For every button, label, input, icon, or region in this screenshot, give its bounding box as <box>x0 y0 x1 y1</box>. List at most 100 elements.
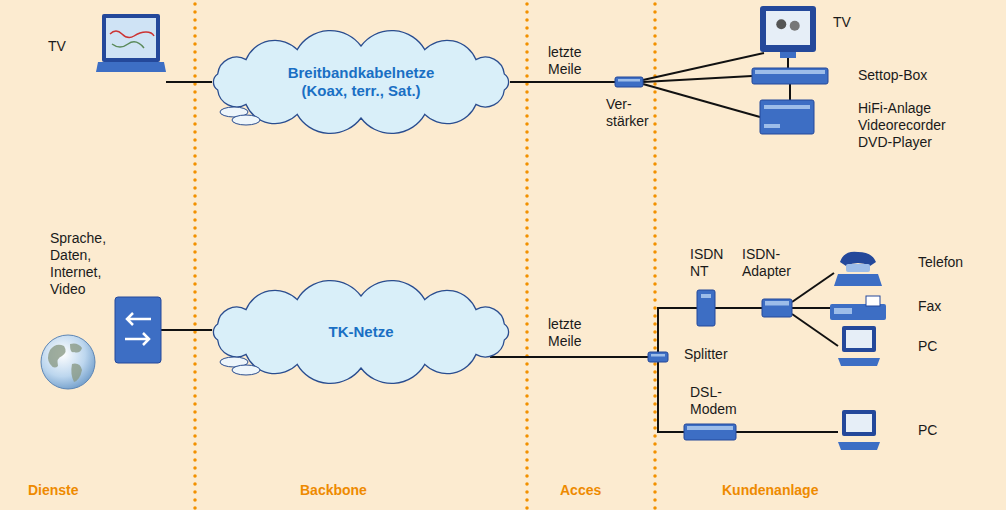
zone-label: Acces <box>560 482 601 499</box>
device-label-box: HiFi-Anlage Videorecorder DVD-Player <box>858 100 963 151</box>
node-shape <box>830 296 886 320</box>
laptop-part <box>112 42 144 48</box>
connector-line <box>166 81 212 83</box>
device-node: Ver- stärker <box>615 77 643 87</box>
connector-line <box>736 431 838 433</box>
settop-part <box>755 70 825 74</box>
adapter-part <box>762 299 792 317</box>
node-shape <box>697 290 715 326</box>
pc-part <box>838 358 880 366</box>
connector-line <box>658 308 697 352</box>
zone-label: Kundenanlage <box>722 482 818 499</box>
device-label-box: TV <box>48 38 84 55</box>
device-label-box: Fax <box>918 298 958 315</box>
pc-part <box>838 442 880 450</box>
hifi-part <box>764 124 780 128</box>
device-label: HiFi-Anlage Videorecorder DVD-Player <box>858 100 963 151</box>
laptop-part <box>96 62 166 72</box>
device-label-box: Telefon <box>918 254 988 271</box>
server-icon <box>115 297 161 363</box>
device-label: Telefon <box>918 254 988 271</box>
node-shape <box>752 68 828 84</box>
monitor-icon <box>760 6 816 58</box>
hifi-part <box>760 100 814 134</box>
device-label-box: ISDN- Adapter <box>742 246 804 280</box>
adapter-icon <box>762 299 792 317</box>
connector-line <box>792 307 830 309</box>
connector-line <box>510 81 615 83</box>
connector-line <box>658 362 684 432</box>
node-shape <box>684 424 736 440</box>
zone-divider <box>195 4 655 510</box>
device-label: DSL- Modem <box>690 384 746 418</box>
fax-part <box>866 296 880 306</box>
phone-part <box>840 252 876 266</box>
device-node: Splitter <box>648 352 668 362</box>
nt-part <box>697 290 715 326</box>
pc-part <box>846 330 872 348</box>
device-label: Sprache, Daten, Internet, Video <box>50 230 112 298</box>
cloud-part <box>213 31 508 134</box>
hifi-icon <box>760 100 814 134</box>
connector-line <box>490 356 648 358</box>
device-label: PC <box>918 338 958 355</box>
edge-label-box: letzte Meile <box>546 316 604 350</box>
phone-part <box>846 264 870 272</box>
node-shape <box>834 250 882 286</box>
node-shape <box>615 77 643 87</box>
device-node: Fax <box>830 296 886 320</box>
phone-part <box>834 274 882 286</box>
device-label: Fax <box>918 298 958 315</box>
network-label: Breitbandkabelnetze (Koax, terr., Sat.) <box>269 64 454 100</box>
zone-divider <box>193 4 197 510</box>
node-shape <box>838 326 880 366</box>
pc-icon <box>838 410 880 450</box>
modem-part <box>684 424 736 440</box>
monitor-part <box>766 11 810 45</box>
node-shape <box>760 6 816 58</box>
network-cloud: TK-Netze <box>200 282 522 382</box>
zone-label-box: Acces <box>560 482 601 499</box>
device-label: Settop-Box <box>858 67 968 84</box>
fax-part <box>834 308 852 314</box>
node-shape <box>838 410 880 450</box>
adapter-part <box>765 301 789 306</box>
laptop-part <box>110 31 154 38</box>
network-label: TK-Netze <box>328 323 393 341</box>
device-label-box: DSL- Modem <box>690 384 746 418</box>
device-label: TV <box>833 14 873 31</box>
monitor-part <box>776 19 786 29</box>
splitter-icon <box>648 352 668 362</box>
cloud-icon <box>213 281 508 384</box>
disk-icon <box>232 365 260 375</box>
zone-divider <box>653 4 657 510</box>
device-label-box: Sprache, Daten, Internet, Video <box>50 230 112 298</box>
device-label: PC <box>918 422 958 439</box>
connector-line <box>787 58 789 68</box>
connector-line <box>715 307 762 309</box>
network-cloud: Breitbandkabelnetze (Koax, terr., Sat.) <box>200 32 522 132</box>
settop-part <box>752 68 828 84</box>
device-label-box: ISDN NT <box>690 246 734 280</box>
zone-label: Backbone <box>300 482 367 499</box>
device-node: Telefon <box>834 250 882 286</box>
laptop-part <box>102 14 160 62</box>
settop-icon <box>752 68 828 84</box>
nt-part <box>701 294 711 298</box>
pc-icon <box>838 326 880 366</box>
connector-line <box>161 329 212 331</box>
amp-part <box>615 77 643 87</box>
globe-icon <box>41 335 95 389</box>
modem-part <box>687 426 733 430</box>
connector-line <box>792 273 834 302</box>
device-label: Ver- stärker <box>606 96 664 130</box>
edge-label: letzte Meile <box>546 316 604 350</box>
device-label-box: PC <box>918 338 958 355</box>
node-shape <box>762 299 792 317</box>
pc-part <box>846 414 872 432</box>
device-node: ISDN NT <box>697 290 715 326</box>
device-label-box: PC <box>918 422 958 439</box>
device-label-box: TV <box>833 14 873 31</box>
phone-icon <box>834 252 882 286</box>
server-part <box>115 297 161 363</box>
